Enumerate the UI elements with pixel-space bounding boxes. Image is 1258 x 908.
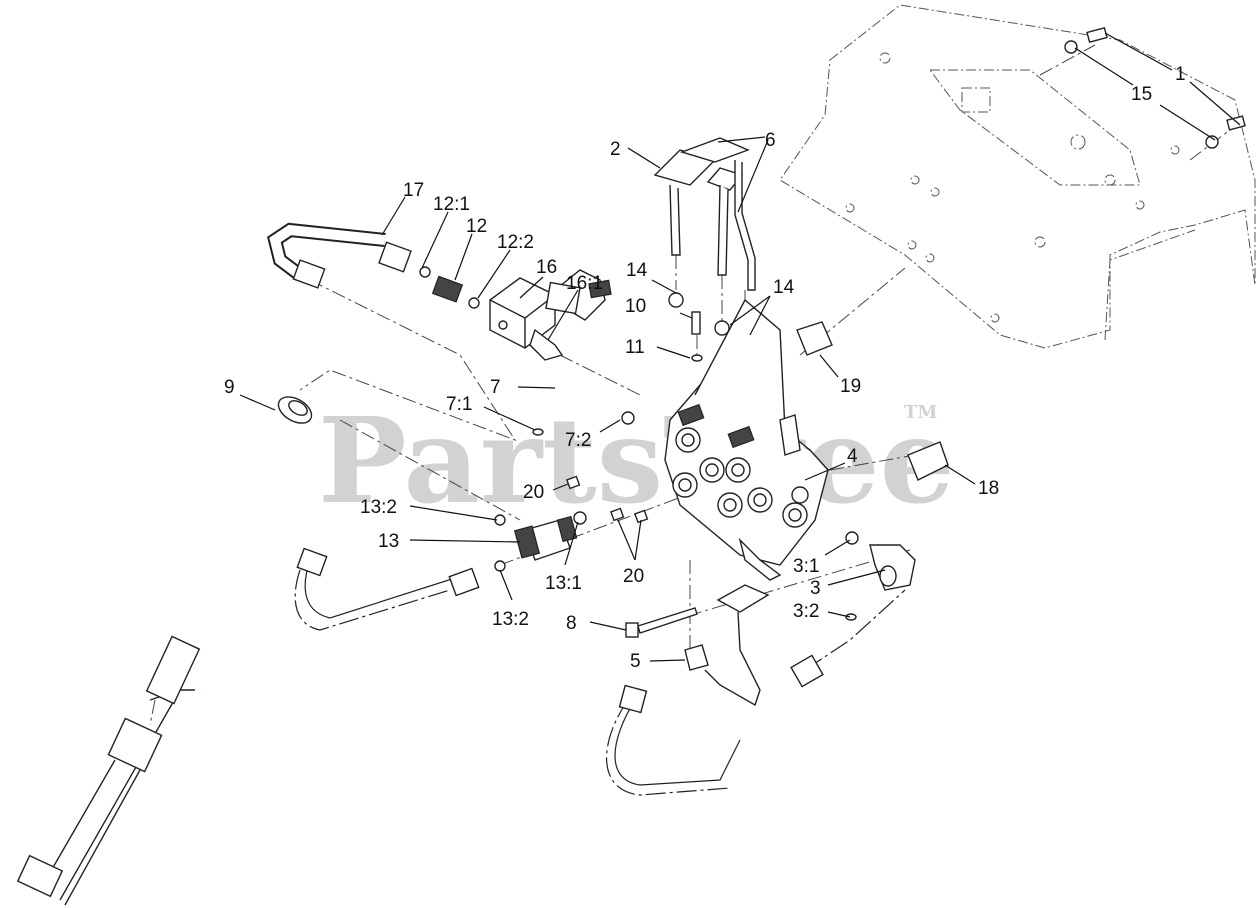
callout-5: 5	[630, 651, 641, 672]
callout-2: 2	[610, 139, 621, 160]
watermark-tm: TM	[904, 402, 937, 423]
callout-3-2: 3:2	[793, 601, 819, 622]
callout-12: 12	[466, 216, 487, 237]
fitting-12	[419, 266, 480, 309]
control-levers	[653, 137, 756, 291]
callout-3: 3	[810, 578, 821, 599]
block-16	[489, 277, 564, 361]
callout-14-left: 14	[626, 260, 648, 281]
watermark: PartsTree TM	[318, 391, 955, 530]
callout-7-1: 7:1	[446, 394, 472, 415]
hose-right	[605, 589, 906, 796]
callout-8: 8	[566, 613, 577, 634]
callout-6: 6	[765, 130, 776, 151]
bolts-1	[1064, 26, 1246, 149]
tube-17	[267, 222, 412, 289]
plugs-20	[566, 475, 649, 524]
callout-13-2-bottom: 13:2	[492, 609, 529, 630]
chassis-frame	[779, 4, 1256, 349]
leader-lines	[239, 32, 1241, 662]
hose-9	[16, 396, 313, 906]
callout-1: 1	[1175, 64, 1186, 85]
callout-7-2: 7:2	[565, 430, 591, 451]
callout-11: 11	[625, 337, 645, 358]
hose-lower	[294, 547, 480, 631]
callout-14-right: 14	[773, 277, 795, 298]
callout-13: 13	[378, 531, 399, 552]
assembly-lines	[149, 44, 1231, 726]
elbow-3	[845, 531, 916, 621]
callout-16: 16	[536, 257, 557, 278]
callout-9: 9	[224, 377, 235, 398]
callout-19: 19	[840, 376, 861, 397]
callout-17: 17	[403, 180, 424, 201]
callout-13-2-top: 13:2	[360, 497, 397, 518]
bolt-8	[625, 607, 698, 638]
callout-15: 15	[1131, 84, 1152, 105]
callout-labels: 1 15 2 6 17 12:1 12 12:2 16 16:1 14 14 1…	[224, 64, 1186, 672]
callout-10: 10	[625, 296, 646, 317]
callout-13-1: 13:1	[545, 573, 582, 594]
block-18	[907, 441, 949, 481]
callout-4: 4	[847, 446, 858, 467]
lever-5	[684, 584, 770, 707]
watermark-text: PartsTree	[318, 391, 955, 530]
callout-18: 18	[978, 478, 999, 499]
block-19	[796, 321, 833, 356]
callout-12-1: 12:1	[433, 194, 470, 215]
tee-13	[494, 511, 587, 572]
callout-20-bottom: 20	[623, 566, 644, 587]
callout-7: 7	[490, 377, 501, 398]
callout-3-1: 3:1	[793, 556, 819, 577]
callout-16-1: 16:1	[566, 273, 603, 294]
callout-12-2: 12:2	[497, 232, 534, 253]
valve-body-4	[664, 298, 829, 581]
callout-20-top: 20	[523, 482, 544, 503]
